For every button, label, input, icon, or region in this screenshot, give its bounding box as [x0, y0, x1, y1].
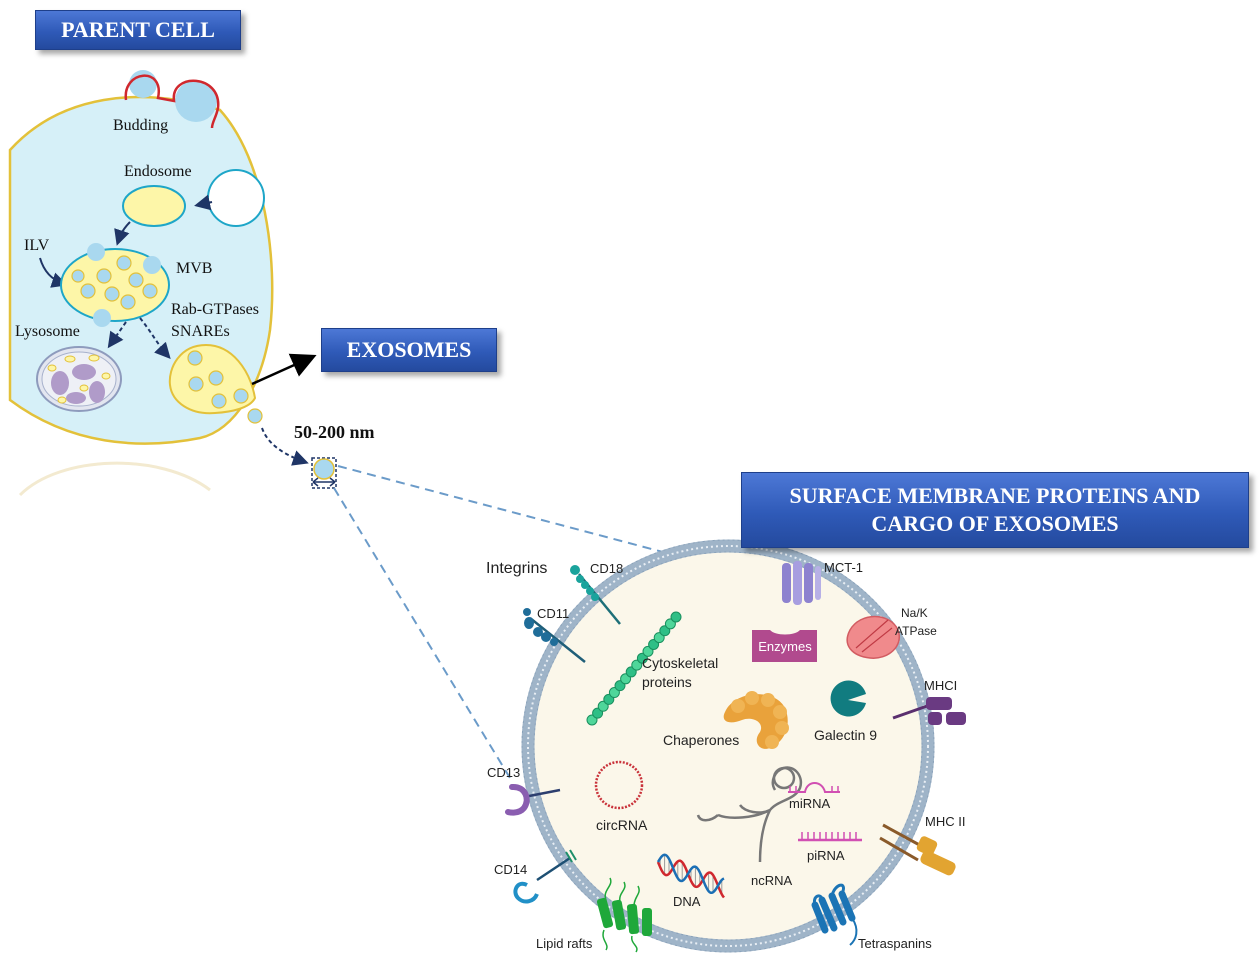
dna-strand-red: [656, 859, 725, 899]
mirna-label: miRNA: [789, 796, 830, 811]
pirna-icon: [798, 832, 862, 842]
dna-strand-blue: [656, 853, 725, 895]
endosome-icon: [122, 185, 186, 227]
rab-gtpases-label: Rab-GTPases: [171, 301, 259, 318]
cytoskeletal-label-2: proteins: [642, 674, 692, 690]
circrna-icon: [594, 760, 644, 810]
cd18-icon: [570, 565, 621, 625]
chaperones-label: Chaperones: [663, 732, 739, 748]
cd14-icon: [513, 849, 577, 904]
cytoskeletal-bead: [670, 611, 682, 623]
mvb-to-membrane-arrow: [139, 317, 171, 359]
mvb-label: MVB: [176, 260, 212, 277]
circrna-label: circRNA: [596, 817, 648, 833]
cytoskeletal-proteins-icon: [586, 611, 682, 726]
cd14-label: CD14: [494, 862, 527, 877]
dna-label: DNA: [673, 894, 701, 909]
galectin-label: Galectin 9: [814, 727, 877, 743]
exosomes-banner: EXOSOMES: [321, 328, 497, 372]
size-label: 50-200 nm: [294, 422, 375, 442]
tetraspanins-label: Tetraspanins: [858, 936, 932, 951]
single-exosome-icon: [311, 457, 337, 489]
na-k-atpase-icon: [846, 615, 901, 659]
cd13-label: CD13: [487, 765, 520, 780]
mvb-to-lysosome-arrow: [107, 321, 127, 349]
mirna-icon: [788, 782, 840, 793]
mct1-label: MCT-1: [824, 560, 863, 575]
budding-icon: [124, 70, 220, 129]
release-arrow: [261, 427, 309, 466]
mhcii-icon: [879, 823, 956, 876]
mhcii-label: MHC II: [925, 814, 965, 829]
endosome-label: Endosome: [124, 163, 192, 180]
budding-label: Budding: [113, 117, 168, 134]
lipid-rafts-label: Lipid rafts: [536, 936, 593, 951]
lysosome-label: Lysosome: [15, 323, 80, 340]
nak-label-2: ATPase: [895, 624, 937, 638]
endocytic-vesicle-icon: [207, 169, 265, 227]
snares-label: SNAREs: [171, 323, 230, 340]
cd13-icon: [505, 784, 561, 816]
enzymes-label: Enzymes: [758, 639, 812, 654]
mct1-icon: [782, 561, 821, 605]
enlarged-exosome: [521, 539, 935, 953]
endocytosis-arrow: [194, 194, 213, 211]
lipid-rafts-icon: [596, 877, 652, 953]
pirna-label: piRNA: [807, 848, 845, 863]
fusing-mvb-icon: [168, 343, 263, 424]
cd11-label: CD11: [537, 606, 569, 621]
zoom-line-top: [337, 465, 713, 566]
zoom-line-bottom: [333, 487, 511, 779]
parent-cell-banner: PARENT CELL: [35, 10, 241, 50]
mhci-icon: [892, 697, 966, 725]
cytoskeletal-label-1: Cytoskeletal: [642, 655, 718, 671]
integrins-label: Integrins: [486, 560, 547, 577]
endosome-arrow: [114, 221, 131, 246]
galectin-9-icon: [830, 680, 866, 717]
surface-proteins-banner: SURFACE MEMBRANE PROTEINS AND CARGO OF E…: [741, 472, 1249, 548]
ilv-label: ILV: [24, 237, 50, 254]
ncrna-icon: [696, 766, 803, 863]
cd11-icon: [523, 608, 586, 663]
cell-reflection: [18, 461, 211, 497]
tetraspanins-icon: [811, 883, 858, 946]
chaperones-icon: [723, 691, 789, 749]
nak-label-1: Na/K: [901, 606, 928, 620]
dna-icon: [656, 853, 725, 899]
mvb-icon: [60, 243, 170, 327]
ncrna-label: ncRNA: [751, 873, 793, 888]
mhci-label: MHCI: [924, 678, 957, 693]
cd18-label: CD18: [590, 561, 623, 576]
lysosome-icon: [36, 346, 122, 412]
enzymes-icon: [752, 630, 817, 662]
exosomes-arrow: [251, 353, 317, 386]
